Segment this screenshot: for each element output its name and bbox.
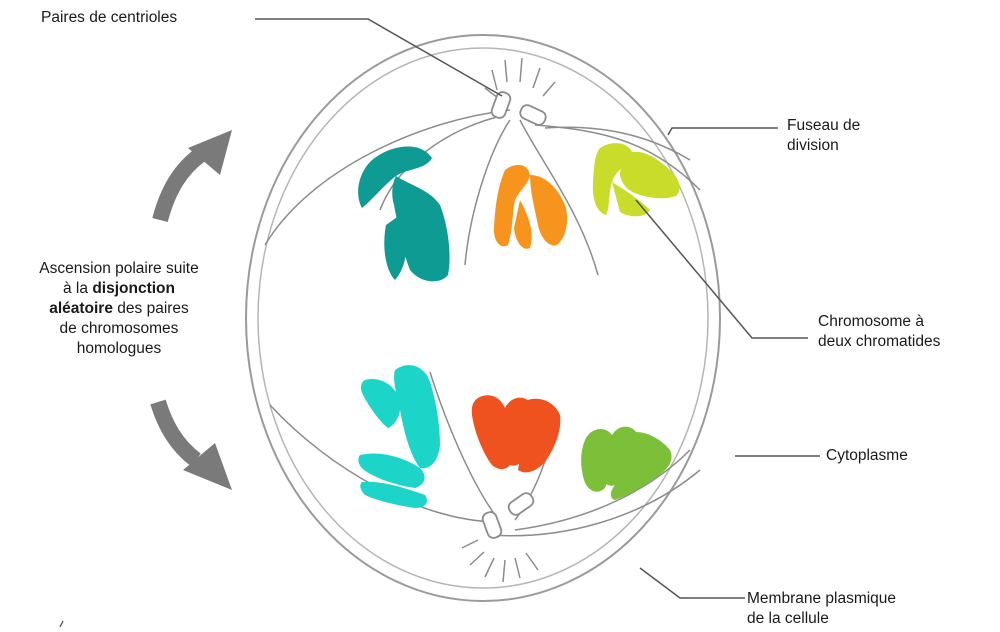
leader-lines bbox=[255, 19, 820, 598]
leader-spindle bbox=[668, 128, 778, 135]
leader-centrioles bbox=[255, 19, 502, 96]
stray-mark bbox=[60, 621, 63, 627]
chromosome-orange bbox=[494, 165, 567, 249]
label-chromosome-line1: Chromosome à bbox=[818, 312, 940, 332]
ascension-line3: aléatoire des paires bbox=[10, 299, 228, 319]
ascension-line2: à la disjonction bbox=[10, 279, 228, 299]
ascension-line3-bold: aléatoire bbox=[49, 300, 113, 317]
curved-arrow-up-icon bbox=[160, 130, 232, 220]
curved-arrow-down-icon bbox=[158, 402, 232, 490]
label-membrane-line2: de la cellule bbox=[747, 609, 896, 629]
chromosome-cyan bbox=[358, 365, 440, 508]
ascension-line4: de chromosomes bbox=[10, 319, 228, 339]
label-spindle-line2: division bbox=[787, 136, 860, 156]
ascension-line5: homologues bbox=[10, 339, 228, 359]
aster-rays-lower bbox=[462, 540, 538, 582]
label-ascension: Ascension polaire suite à la disjonction… bbox=[10, 259, 228, 359]
ascension-line1: Ascension polaire suite bbox=[10, 259, 228, 279]
label-centrioles: Paires de centrioles bbox=[41, 8, 177, 28]
chromosome-red-orange bbox=[472, 395, 561, 472]
label-spindle: Fuseau de division bbox=[787, 116, 860, 156]
centriole-pair-upper bbox=[490, 90, 548, 126]
ascension-line2-bold: disjonction bbox=[92, 280, 175, 297]
label-chromosome: Chromosome à deux chromatides bbox=[818, 312, 940, 352]
leader-chromosome bbox=[636, 200, 808, 338]
centriole-pair-lower bbox=[481, 491, 536, 540]
label-cytoplasm: Cytoplasme bbox=[826, 446, 908, 466]
label-membrane: Membrane plasmique de la cellule bbox=[747, 589, 896, 629]
label-membrane-line1: Membrane plasmique bbox=[747, 589, 896, 609]
chromosome-yellow-green bbox=[593, 143, 680, 216]
ascension-line2-pre: à la bbox=[63, 280, 92, 297]
ascension-line3-post: des paires bbox=[113, 300, 189, 317]
leader-membrane bbox=[640, 568, 745, 598]
chromosome-teal-dark bbox=[358, 146, 449, 281]
label-spindle-line1: Fuseau de bbox=[787, 116, 860, 136]
label-chromosome-line2: deux chromatides bbox=[818, 332, 940, 352]
